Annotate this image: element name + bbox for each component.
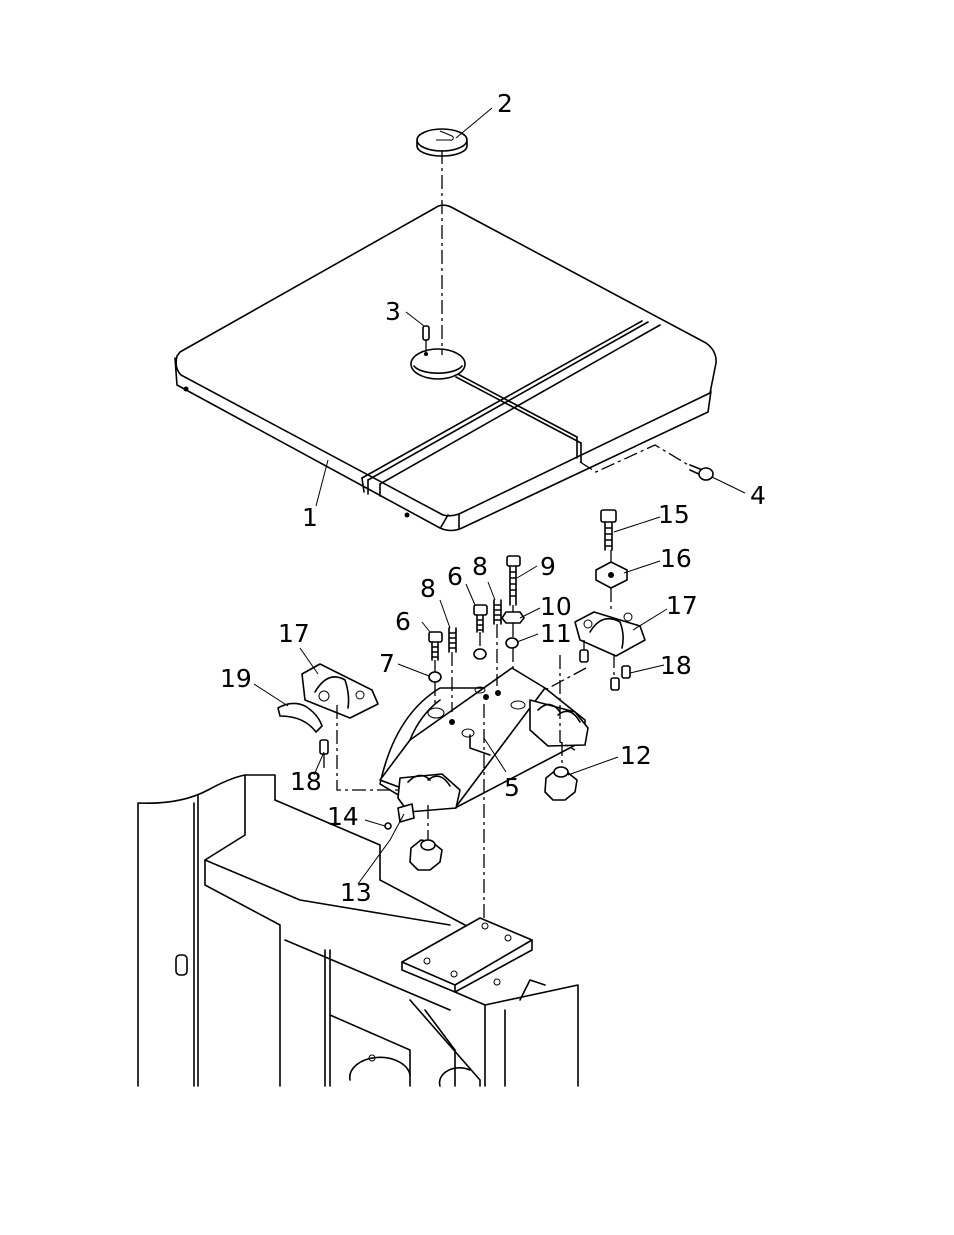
callout-12: 12 [620, 741, 652, 770]
callout-19: 19 [220, 664, 252, 693]
callout-13: 13 [340, 878, 372, 907]
part-9-long-bolt [507, 556, 520, 605]
part-12-star-knob-right [545, 767, 577, 800]
callout-17-left: 17 [278, 619, 310, 648]
part-1-table [175, 205, 716, 530]
callout-8-right: 8 [472, 552, 488, 581]
part-4-screw [690, 465, 713, 480]
callout-11: 11 [540, 619, 572, 648]
callout-9: 9 [540, 552, 556, 581]
callout-17-right: 17 [666, 591, 698, 620]
callout-5: 5 [504, 773, 520, 802]
part-6-bolt-left [429, 632, 442, 660]
callout-3: 3 [385, 297, 401, 326]
part-16-square-nut [596, 562, 627, 588]
part-13-plate [398, 804, 414, 822]
part-8-stud-left [449, 628, 456, 652]
callout-2: 2 [497, 89, 513, 118]
callout-14: 14 [327, 802, 359, 831]
callout-8-left: 8 [420, 574, 436, 603]
callout-18-left: 18 [290, 767, 322, 796]
callout-1: 1 [302, 503, 318, 532]
part-7-washer [429, 672, 441, 682]
callout-16: 16 [660, 544, 692, 573]
part-19-pointer [278, 703, 322, 732]
part-6-bolt-right [474, 605, 487, 632]
callout-15: 15 [658, 500, 690, 529]
part-14-screw [385, 823, 391, 829]
part-8-stud-right [494, 600, 501, 624]
part-12-star-knob-left [410, 840, 442, 870]
callout-4: 4 [750, 481, 766, 510]
callout-6-right: 6 [447, 562, 463, 591]
part-17-saddle-left [302, 664, 378, 718]
callout-10: 10 [540, 592, 572, 621]
callout-18-right: 18 [660, 651, 692, 680]
part-15-bolt [601, 510, 616, 550]
callout-6-left: 6 [395, 607, 411, 636]
callout-7: 7 [379, 649, 395, 678]
